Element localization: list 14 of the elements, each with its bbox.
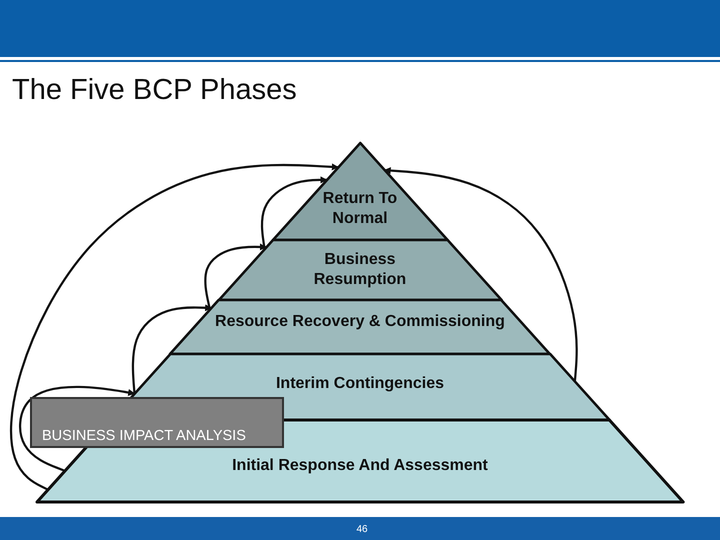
arrow <box>10 163 339 491</box>
page-number: 46 <box>355 524 369 535</box>
phase-label: Business Resumption <box>312 250 408 290</box>
slide-title: The Five BCP Phases <box>12 74 297 107</box>
arrow <box>260 176 328 250</box>
phase-label: Resource Recovery & Commissioning <box>215 312 505 332</box>
phase-label: Return To Normal <box>322 189 398 229</box>
arrow <box>204 243 267 310</box>
phase-label: Initial Response And Assessment <box>232 456 488 476</box>
arrow <box>19 386 136 472</box>
analysis-box: BUSINESS IMPACT ANALYSIS <box>30 397 284 448</box>
phase-label: Interim Contingencies <box>276 374 444 394</box>
arrow <box>132 304 212 394</box>
arrow <box>384 167 578 382</box>
